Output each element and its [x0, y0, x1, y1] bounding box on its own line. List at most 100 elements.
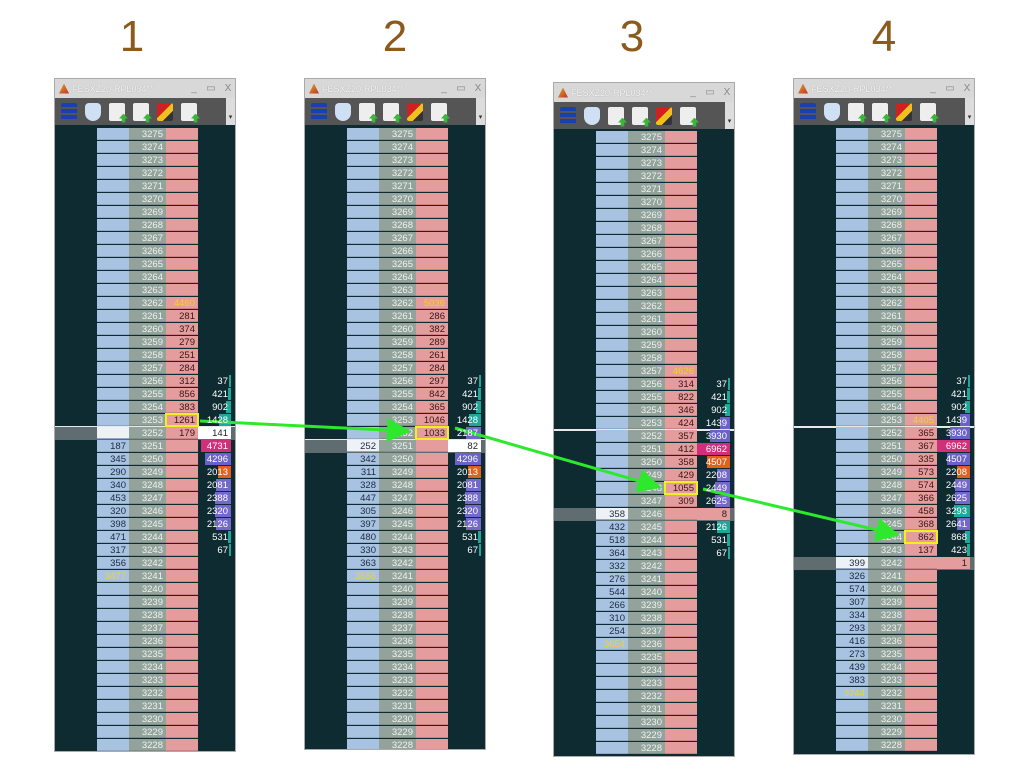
bid-cell[interactable]: 471: [97, 530, 129, 543]
price-cell[interactable]: 3232: [379, 686, 416, 699]
ask-cell[interactable]: [665, 611, 697, 624]
bid-cell[interactable]: 310: [596, 611, 628, 624]
ask-cell[interactable]: [416, 439, 448, 452]
ask-cell[interactable]: [416, 738, 448, 749]
ask-cell[interactable]: 251: [166, 348, 198, 361]
bid-cell[interactable]: [836, 361, 868, 374]
bid-cell[interactable]: 416: [836, 634, 868, 647]
ask-cell[interactable]: [166, 244, 198, 257]
export-icon[interactable]: [359, 102, 375, 121]
minimize-button[interactable]: _: [191, 83, 197, 94]
ask-cell[interactable]: [166, 231, 198, 244]
bid-cell[interactable]: [836, 231, 868, 244]
document-icon[interactable]: [920, 102, 936, 121]
price-cell[interactable]: 3267: [379, 231, 416, 244]
bid-cell[interactable]: 266: [596, 598, 628, 611]
ask-cell[interactable]: [665, 741, 697, 754]
price-cell[interactable]: 3270: [868, 192, 905, 205]
price-cell[interactable]: 3237: [628, 624, 665, 637]
price-cell[interactable]: 3252: [628, 429, 665, 442]
bid-cell[interactable]: [97, 673, 129, 686]
price-cell[interactable]: 3241: [129, 569, 166, 582]
ask-cell[interactable]: 357: [665, 429, 697, 442]
bid-cell[interactable]: 439: [836, 660, 868, 673]
ask-cell[interactable]: [416, 140, 448, 153]
price-cell[interactable]: 3271: [868, 179, 905, 192]
bid-cell[interactable]: [596, 299, 628, 312]
ask-cell[interactable]: 312: [166, 374, 198, 387]
ask-cell[interactable]: [166, 647, 198, 660]
bid-cell[interactable]: [97, 647, 129, 660]
ask-cell[interactable]: [166, 569, 198, 582]
price-cell[interactable]: 3238: [868, 608, 905, 621]
stack-icon[interactable]: [61, 102, 77, 121]
price-cell[interactable]: 3235: [628, 650, 665, 663]
price-cell[interactable]: 3254: [379, 400, 416, 413]
bid-cell[interactable]: 340: [97, 478, 129, 491]
bid-cell[interactable]: 332: [596, 559, 628, 572]
ask-cell[interactable]: 574: [905, 478, 937, 491]
bid-cell[interactable]: [596, 364, 628, 377]
bid-cell[interactable]: [596, 728, 628, 741]
price-cell[interactable]: 3269: [379, 205, 416, 218]
bid-cell[interactable]: [596, 494, 628, 507]
toolbar-overflow-button[interactable]: ▾: [965, 98, 974, 125]
price-cell[interactable]: 3231: [129, 699, 166, 712]
ask-cell[interactable]: [166, 491, 198, 504]
price-cell[interactable]: 3235: [379, 647, 416, 660]
ask-cell[interactable]: [905, 348, 937, 361]
ask-cell[interactable]: [416, 673, 448, 686]
price-cell[interactable]: 3266: [628, 247, 665, 260]
price-cell[interactable]: 3228: [129, 738, 166, 751]
price-cell[interactable]: 3259: [379, 335, 416, 348]
ask-cell[interactable]: [166, 686, 198, 699]
ask-cell[interactable]: [665, 130, 697, 143]
price-cell[interactable]: 3230: [628, 715, 665, 728]
price-cell[interactable]: 3230: [868, 712, 905, 725]
price-cell[interactable]: 3247: [379, 491, 416, 504]
price-cell[interactable]: 3229: [129, 725, 166, 738]
ask-cell[interactable]: [416, 543, 448, 556]
ask-cell[interactable]: 573: [905, 465, 937, 478]
bid-cell[interactable]: [596, 442, 628, 455]
bid-cell[interactable]: [596, 403, 628, 416]
ask-cell[interactable]: [416, 244, 448, 257]
ask-cell[interactable]: [665, 598, 697, 611]
ask-cell[interactable]: [905, 712, 937, 725]
ask-cell[interactable]: [665, 624, 697, 637]
ask-cell[interactable]: [166, 504, 198, 517]
ask-cell[interactable]: [416, 283, 448, 296]
ask-cell[interactable]: 424: [665, 416, 697, 429]
price-cell[interactable]: 3264: [379, 270, 416, 283]
ask-cell[interactable]: 297: [416, 374, 448, 387]
ask-cell[interactable]: [905, 153, 937, 166]
bid-cell[interactable]: 311: [347, 465, 379, 478]
ask-cell[interactable]: [905, 374, 937, 387]
ask-cell[interactable]: 279: [166, 335, 198, 348]
price-cell[interactable]: 3261: [129, 309, 166, 322]
ask-cell[interactable]: [665, 507, 697, 520]
ask-cell[interactable]: [905, 582, 937, 595]
bid-cell[interactable]: [347, 413, 379, 426]
price-cell[interactable]: 3272: [868, 166, 905, 179]
bid-cell[interactable]: [97, 426, 129, 439]
highlighted-ask-cell[interactable]: 1033: [415, 425, 449, 440]
bid-cell[interactable]: 276: [596, 572, 628, 585]
ask-cell[interactable]: [665, 689, 697, 702]
bid-cell[interactable]: [836, 270, 868, 283]
price-cell[interactable]: 3240: [868, 582, 905, 595]
price-cell[interactable]: 3261: [628, 312, 665, 325]
bid-cell[interactable]: [97, 712, 129, 725]
price-cell[interactable]: 3235: [868, 647, 905, 660]
price-cell[interactable]: 3241: [628, 572, 665, 585]
ask-cell[interactable]: [905, 699, 937, 712]
price-cell[interactable]: 3258: [628, 351, 665, 364]
price-cell[interactable]: 3273: [628, 156, 665, 169]
bid-cell[interactable]: [596, 689, 628, 702]
price-cell[interactable]: 3273: [129, 153, 166, 166]
maximize-button[interactable]: ▭: [705, 87, 715, 98]
ask-cell[interactable]: [905, 218, 937, 231]
bid-cell[interactable]: [347, 270, 379, 283]
